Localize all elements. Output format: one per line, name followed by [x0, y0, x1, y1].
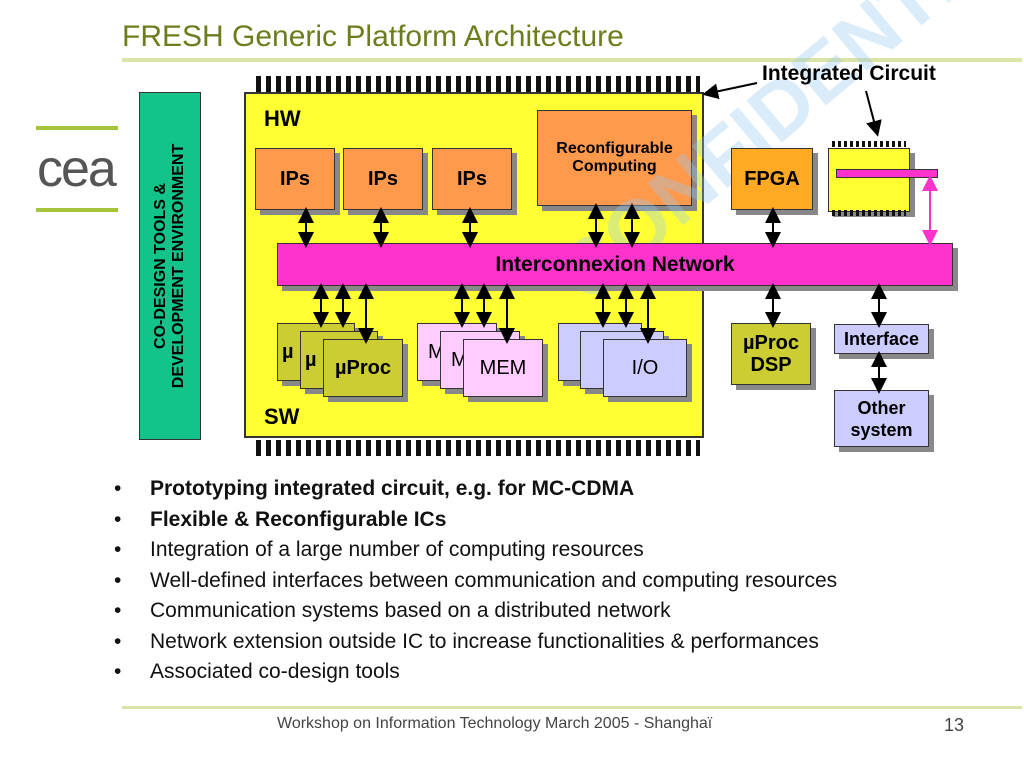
slide-title: FRESH Generic Platform Architecture — [122, 20, 624, 53]
bullet-item: •Well-defined interfaces between communi… — [114, 568, 838, 592]
hw-label: HW — [264, 106, 301, 131]
bullet-item: •Integration of a large number of comput… — [114, 538, 644, 561]
mem-block: MEM — [463, 339, 543, 397]
bullet-item: •Flexible & Reconfigurable ICs — [114, 507, 447, 531]
ip-block: IPs — [343, 148, 423, 210]
title-rule — [122, 58, 1022, 62]
interface-block: Interface — [834, 324, 929, 354]
chip-pins-bottom — [256, 440, 700, 456]
bullet-item: •Associated co-design tools — [114, 660, 400, 683]
footer-rule — [122, 706, 1022, 709]
chip-pins-top — [256, 76, 700, 92]
ip-block: IPs — [255, 148, 335, 210]
sw-label: SW — [264, 404, 300, 429]
bullet-item: •Network extension outside IC to increas… — [114, 629, 819, 653]
bullet-item: •Prototyping integrated circuit, e.g. fo… — [114, 477, 635, 500]
other-system-block: Other system — [834, 390, 929, 447]
uproc-dsp-block: µProc DSP — [731, 323, 811, 385]
uproc-block: µProc — [323, 339, 403, 397]
interconnexion-network: Interconnexion Network — [277, 243, 953, 286]
reconfigurable-computing-block: Reconfigurable Computing — [537, 110, 692, 206]
callout-arrow-down — [865, 90, 882, 137]
callout-arrow-left — [702, 82, 758, 100]
codesign-tools-box: CO-DESIGN TOOLS & DEVELOPMENT ENVIRONMEN… — [139, 92, 201, 440]
footer-text: Workshop on Information Technology March… — [277, 715, 713, 732]
bullet-list: •Prototyping integrated circuit, e.g. fo… — [114, 474, 837, 688]
logo-text: cea — [37, 140, 117, 198]
io-block: I/O — [603, 339, 687, 397]
page-number: 13 — [944, 715, 965, 735]
integrated-circuit-callout: Integrated Circuit — [762, 62, 936, 85]
bullet-item: •Communication systems based on a distri… — [114, 599, 671, 622]
